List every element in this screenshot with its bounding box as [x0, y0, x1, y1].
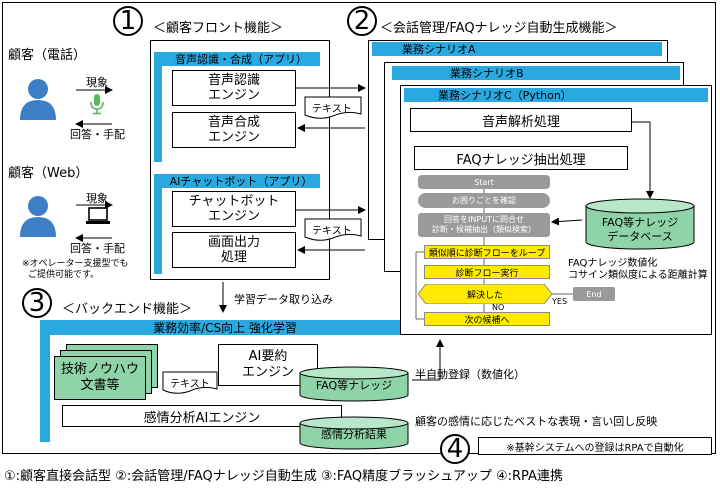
scenario-b-bar: 業務シナリオB [392, 66, 680, 80]
flow-solved-label: 解決した [466, 291, 503, 301]
outer-frame [2, 2, 716, 454]
section3-title: ＜バックエンド機能＞ [62, 302, 193, 317]
voice-analysis-process: 音声解析処理 [410, 108, 632, 132]
flow-input: 回答をINPUTに問合せ 診断・候補抽出（類似検索） [418, 213, 550, 237]
flow-no-label: NO [492, 303, 505, 312]
chat-app-accent [154, 174, 162, 274]
voice-app-accent [154, 52, 162, 162]
text-document-icon-2 [304, 218, 362, 241]
footer-legend: ①:顧客直接会話型 ②:会話管理/FAQナレッジ自動生成 ③:FAQ精度ブラッシ… [4, 469, 563, 484]
person-phone-icon [20, 79, 56, 120]
voice-synthesis-line2: エンジン [207, 130, 260, 145]
flow-yes-label: YES [552, 297, 568, 306]
faq-note-line1: FAQナレッジ数値化 [568, 258, 658, 269]
emotion-result-label: 感情分析結果 [321, 428, 387, 441]
text-document-icon-1 [304, 96, 362, 119]
tech-docs-line1: 技術ノウハウ [60, 362, 139, 377]
section3-number: 3 [22, 288, 52, 318]
learning-import-label: 学習データ取り込み [234, 293, 333, 306]
scenario-c-bar: 業務シナリオC（Python） [404, 88, 708, 102]
faq-knowledge-icon [299, 366, 409, 402]
flow-input-line1: 回答をINPUTに問合せ [444, 215, 524, 224]
section1-title: ＜顧客フロント機能＞ [153, 21, 284, 36]
faq-knowledge-label: FAQ等ナレッジ [315, 379, 393, 392]
customer-phone-label: 顧客（電話） [8, 48, 87, 63]
emotion-result-icon [299, 416, 409, 450]
customer-web-label: 顧客（Web） [8, 166, 89, 181]
faq-extract-process: FAQナレッジ抽出処理 [414, 146, 628, 170]
flow-end: End [573, 287, 615, 301]
faq-database-line2: データベース [607, 230, 673, 243]
phone-arrow-top-label: 現象 [86, 76, 108, 89]
semi-auto-label: 半自動登録（数値化） [415, 368, 525, 381]
laptop-icon [86, 207, 110, 224]
operator-note-line2: ご提供可能です。 [28, 270, 100, 280]
ai-summary-engine: AI要約 エンジン [218, 344, 318, 386]
text-document-label-1: テキスト [312, 104, 352, 115]
web-arrow-top-label: 現象 [86, 192, 108, 205]
section4-number: 4 [440, 434, 470, 464]
person-web-icon [20, 196, 56, 237]
screen-output-process: 画面出力 処理 [172, 232, 296, 268]
flow-confirm: お困りごとを確認 [418, 193, 550, 208]
phone-arrow-bottom-label: 回答・手配 [70, 128, 125, 141]
voice-recognition-engine: 音声認識 エンジン [172, 70, 296, 106]
backend-accent [40, 320, 50, 442]
chatbot-line1: チャットボット [188, 194, 280, 209]
emotion-engine: 感情分析AIエンジン [62, 405, 342, 427]
voice-synthesis-engine: 音声合成 エンジン [172, 112, 296, 148]
text-document-label-3: テキスト [170, 379, 210, 390]
emotion-note: 顧客の感情に応じたベストな表現・言い回し反映 [415, 415, 658, 428]
text-document-icon-3 [162, 371, 218, 394]
section2-title: ＜会話管理/FAQナレッジ自動生成機能＞ [380, 21, 618, 36]
voice-synthesis-line1: 音声合成 [207, 115, 260, 130]
flow-connectors [415, 189, 573, 320]
rpa-note: ※基幹システムへの登録はRPAで自動化 [478, 437, 712, 455]
section2-number: 2 [347, 6, 377, 36]
voice-recognition-line2: エンジン [207, 88, 260, 103]
microphone-icon [90, 94, 104, 115]
flow-loop: 類似順に診断フローをループ [424, 245, 550, 259]
ai-summary-line1: AI要約 [248, 349, 288, 364]
faq-database-icon [585, 198, 695, 250]
scenario-a-bar: 業務シナリオA [372, 42, 662, 56]
chatbot-line2: エンジン [207, 209, 260, 224]
voice-recognition-line1: 音声認識 [207, 73, 260, 88]
backend-bar: 業務効率/CS向上 強化学習 [50, 320, 400, 335]
faq-database-line1: FAQ等ナレッジ [601, 216, 679, 229]
flow-solved-diamond [418, 284, 552, 304]
screen-output-line1: 画面出力 [207, 235, 260, 250]
voice-app-bar: 音声認識・合成（アプリ） [162, 52, 320, 66]
tech-docs-line2: 文書等 [80, 378, 120, 393]
flow-input-line2: 診断・候補抽出（類似検索） [432, 225, 536, 234]
tech-docs: 技術ノウハウ 文書等 [54, 356, 146, 400]
section1-number: 1 [113, 6, 143, 36]
flow-start: Start [418, 175, 550, 189]
text-document-label-2: テキスト [312, 226, 352, 237]
flow-exec: 診断フロー実行 [424, 265, 550, 279]
web-arrow-bottom-label: 回答・手配 [70, 242, 125, 255]
chat-app-bar: AIチャットボット（アプリ） [162, 174, 320, 188]
operator-note-line1: ※オペレーター支援型でも [22, 259, 129, 269]
flow-next: 次の候補へ [424, 312, 550, 326]
screen-output-line2: 処理 [220, 250, 247, 265]
faq-note-line2: コサイン類似度による距離計算 [568, 270, 708, 281]
ai-summary-line2: エンジン [241, 365, 294, 380]
chatbot-engine: チャットボット エンジン [172, 191, 296, 227]
